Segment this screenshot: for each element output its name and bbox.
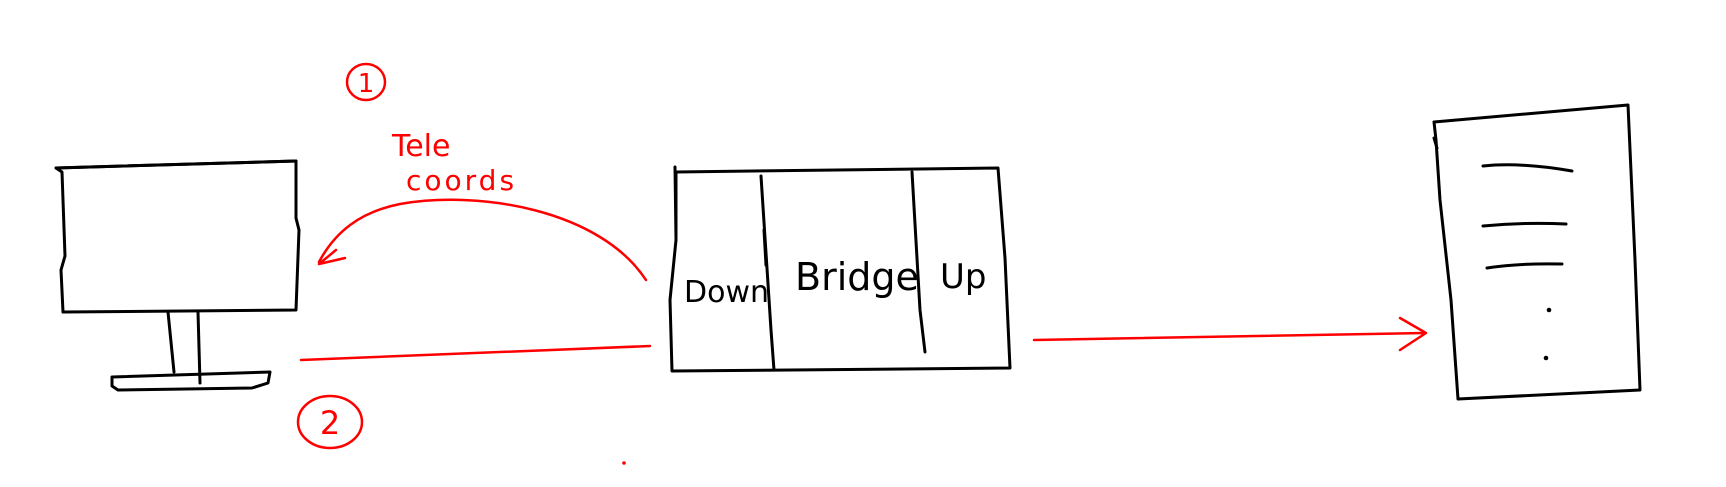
document-outline bbox=[1432, 103, 1642, 401]
step-two-circle bbox=[296, 394, 364, 450]
stray-red-dot bbox=[622, 461, 626, 465]
divider-bridge-up bbox=[910, 170, 927, 354]
monitor-base bbox=[110, 370, 272, 392]
divider-down-bridge-tick bbox=[762, 228, 768, 267]
step-one-marker: 1 bbox=[345, 62, 387, 102]
monitor-icon bbox=[54, 159, 301, 392]
document-dot-2 bbox=[1543, 355, 1549, 361]
document-line-2 bbox=[1481, 221, 1568, 228]
arrow-curve bbox=[317, 198, 648, 282]
server-document-icon bbox=[1432, 103, 1642, 401]
segment-down-label: Down bbox=[684, 275, 769, 310]
document-line-3 bbox=[1485, 262, 1564, 270]
bridge-box: Down Bridge Up bbox=[668, 165, 1012, 373]
document-line-1 bbox=[1481, 163, 1574, 173]
segment-bridge-label: Bridge bbox=[795, 255, 919, 299]
segment-up-label: Up bbox=[940, 257, 986, 297]
arrow-shaft bbox=[1032, 331, 1426, 342]
tele-coords-line1: Tele bbox=[391, 129, 450, 164]
document-corner-mark bbox=[1432, 136, 1439, 150]
monitor-stand-right bbox=[196, 310, 202, 385]
bridge-box-top-edge bbox=[673, 165, 678, 242]
tele-coords-line2: coords bbox=[406, 164, 517, 197]
line-bridge-to-monitor bbox=[299, 344, 652, 362]
arrow-bridge-to-server bbox=[1032, 316, 1428, 352]
tele-coords-label: Tele coords bbox=[391, 129, 517, 197]
arrow-head bbox=[317, 248, 347, 266]
arrow-head bbox=[1398, 316, 1428, 352]
arrow-telecoords-to-monitor bbox=[317, 198, 648, 282]
step-two-marker: 2 bbox=[296, 394, 364, 450]
monitor-screen-top-edge bbox=[54, 159, 298, 170]
step-one-circle bbox=[345, 62, 387, 102]
step-one-number: 1 bbox=[358, 69, 375, 99]
monitor-screen bbox=[54, 159, 301, 314]
bridge-box-outline bbox=[668, 166, 1012, 373]
divider-down-bridge bbox=[759, 174, 776, 372]
document-dot-1 bbox=[1546, 307, 1552, 313]
step-two-number: 2 bbox=[320, 404, 340, 442]
monitor-stand-left bbox=[166, 310, 176, 374]
